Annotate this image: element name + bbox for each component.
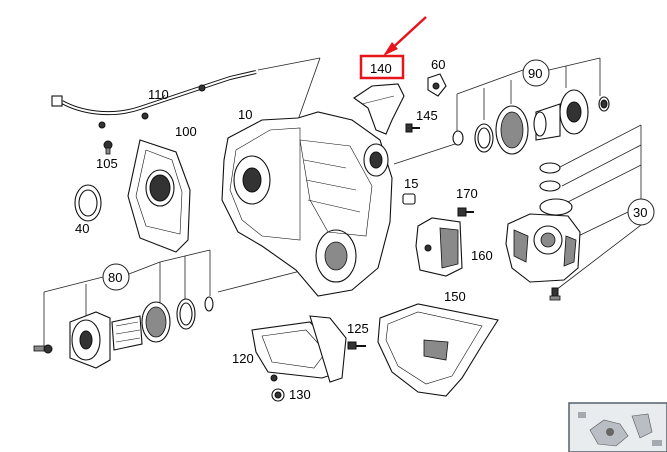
part-150-cover[interactable] [377, 303, 499, 397]
leader-lines [43, 57, 642, 346]
label-120[interactable]: 120 [232, 351, 254, 366]
label-105[interactable]: 105 [96, 156, 118, 171]
part-10-housing[interactable] [221, 111, 393, 297]
part-145-screw[interactable] [405, 123, 420, 133]
part-130-nut[interactable] [271, 388, 285, 402]
part-90-flange[interactable] [452, 89, 610, 155]
label-15[interactable]: 15 [404, 176, 418, 191]
label-140[interactable]: 140 [370, 61, 392, 76]
highlight-box[interactable] [359, 54, 405, 80]
label-170[interactable]: 170 [456, 186, 478, 201]
part-15-plug[interactable] [402, 193, 416, 205]
label-80[interactable]: 80 [108, 270, 122, 285]
label-130[interactable]: 130 [289, 387, 311, 402]
part-60-sensor[interactable] [427, 73, 447, 97]
label-60[interactable]: 60 [431, 57, 445, 72]
highlight-arrow [383, 16, 427, 56]
part-120-shield[interactable] [251, 315, 347, 383]
label-160[interactable]: 160 [471, 248, 493, 263]
label-150[interactable]: 150 [444, 289, 466, 304]
label-circle-90 [522, 59, 550, 87]
part-40-seal[interactable] [74, 184, 102, 222]
part-110-hose[interactable] [51, 70, 257, 129]
label-40[interactable]: 40 [75, 221, 89, 236]
part-80-flange[interactable] [33, 296, 214, 369]
label-90[interactable]: 90 [528, 66, 542, 81]
part-125-bolt[interactable] [347, 341, 366, 350]
part-labels: 140 60 90 110 10 145 100 105 15 170 30 4… [75, 57, 647, 402]
label-145[interactable]: 145 [416, 108, 438, 123]
part-170-bolt[interactable] [457, 207, 474, 217]
part-105-bolt[interactable] [103, 140, 113, 155]
part-140-bracket[interactable] [353, 83, 405, 135]
label-125[interactable]: 125 [347, 321, 369, 336]
overview-thumbnail[interactable] [568, 402, 667, 452]
part-30-actuator[interactable] [505, 162, 581, 301]
label-100[interactable]: 100 [175, 124, 197, 139]
label-10[interactable]: 10 [238, 107, 252, 122]
part-100-cover[interactable] [127, 139, 191, 253]
part-160-control-unit[interactable] [415, 217, 463, 277]
label-110[interactable]: 110 [148, 87, 169, 102]
label-30[interactable]: 30 [633, 205, 647, 220]
